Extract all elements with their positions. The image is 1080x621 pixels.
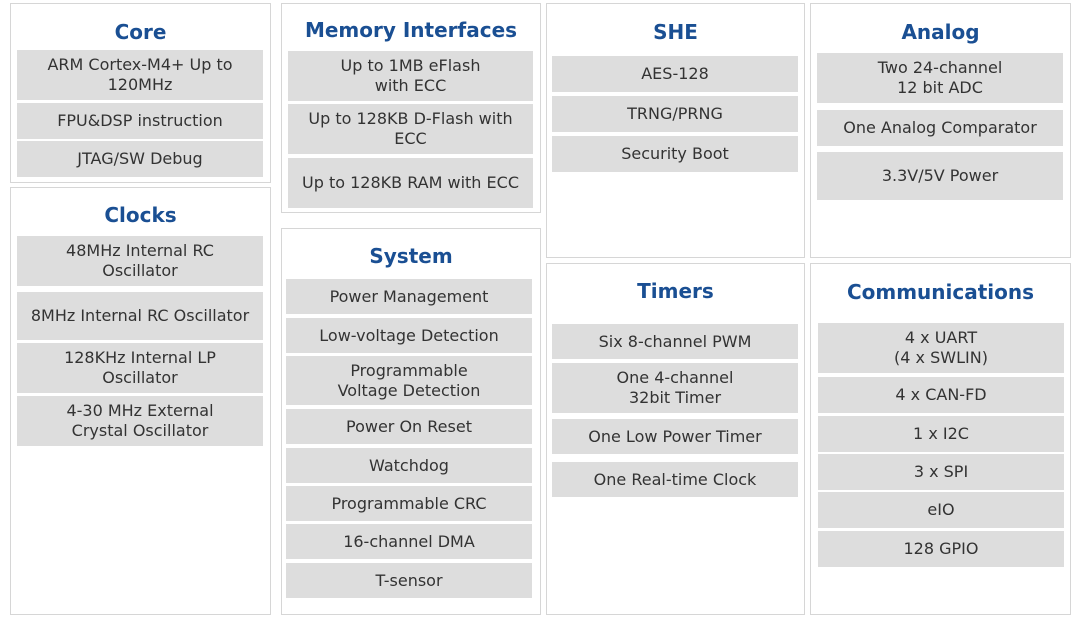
analog-item-adc: Two 24-channel 12 bit ADC [817, 53, 1063, 103]
communications-panel: Communications 4 x UART (4 x SWLIN) 4 x … [810, 263, 1071, 615]
clocks-panel: Clocks 48MHz Internal RC Oscillator 8MHz… [10, 187, 271, 615]
memory-item-dflash: Up to 128KB D-Flash with ECC [288, 104, 533, 154]
system-item-dma: 16-channel DMA [286, 524, 532, 559]
timers-panel: Timers Six 8-channel PWM One 4-channel 3… [546, 263, 805, 615]
core-panel: Core ARM Cortex-M4+ Up to 120MHz FPU&DSP… [10, 3, 271, 183]
communications-item-eio: eIO [818, 492, 1064, 528]
timers-item-low-power: One Low Power Timer [552, 419, 798, 454]
communications-item-i2c: 1 x I2C [818, 416, 1064, 452]
timers-item-pwm: Six 8-channel PWM [552, 324, 798, 359]
system-item-por: Power On Reset [286, 409, 532, 444]
memory-title: Memory Interfaces [304, 18, 518, 42]
system-item-crc: Programmable CRC [286, 486, 532, 521]
system-item-power-management: Power Management [286, 279, 532, 314]
timers-item-rtc: One Real-time Clock [552, 462, 798, 497]
core-item-fpu: FPU&DSP instruction [17, 103, 263, 139]
memory-panel: Memory Interfaces Up to 1MB eFlash with … [281, 3, 541, 213]
system-title: System [369, 244, 453, 268]
memory-item-eflash: Up to 1MB eFlash with ECC [288, 51, 533, 101]
timers-item-32bit: One 4-channel 32bit Timer [552, 363, 798, 413]
system-item-watchdog: Watchdog [286, 448, 532, 483]
she-item-security-boot: Security Boot [552, 136, 798, 172]
core-item-cpu: ARM Cortex-M4+ Up to 120MHz [17, 50, 263, 100]
she-panel: SHE AES-128 TRNG/PRNG Security Boot [546, 3, 805, 258]
clocks-item-8mhz: 8MHz Internal RC Oscillator [17, 292, 263, 340]
analog-item-comparator: One Analog Comparator [817, 110, 1063, 146]
clocks-title: Clocks [104, 203, 177, 227]
communications-item-can: 4 x CAN-FD [818, 377, 1064, 413]
timers-title: Timers [637, 279, 714, 303]
system-item-lvd: Low-voltage Detection [286, 318, 532, 353]
analog-title: Analog [901, 20, 980, 44]
clocks-item-48mhz: 48MHz Internal RC Oscillator [17, 236, 263, 286]
core-item-debug: JTAG/SW Debug [17, 141, 263, 177]
system-item-tsensor: T-sensor [286, 563, 532, 598]
memory-item-ram: Up to 128KB RAM with ECC [288, 158, 533, 208]
she-title: SHE [653, 20, 698, 44]
analog-panel: Analog Two 24-channel 12 bit ADC One Ana… [810, 3, 1071, 258]
communications-item-gpio: 128 GPIO [818, 531, 1064, 567]
she-item-aes: AES-128 [552, 56, 798, 92]
communications-item-uart: 4 x UART (4 x SWLIN) [818, 323, 1064, 373]
analog-item-power: 3.3V/5V Power [817, 152, 1063, 200]
system-item-pvd: Programmable Voltage Detection [286, 356, 532, 405]
clocks-item-external: 4-30 MHz External Crystal Oscillator [17, 396, 263, 446]
clocks-item-128khz: 128KHz Internal LP Oscillator [17, 343, 263, 393]
she-item-trng: TRNG/PRNG [552, 96, 798, 132]
core-title: Core [114, 20, 167, 44]
communications-title: Communications [846, 280, 1035, 304]
communications-item-spi: 3 x SPI [818, 454, 1064, 490]
system-panel: System Power Management Low-voltage Dete… [281, 228, 541, 615]
